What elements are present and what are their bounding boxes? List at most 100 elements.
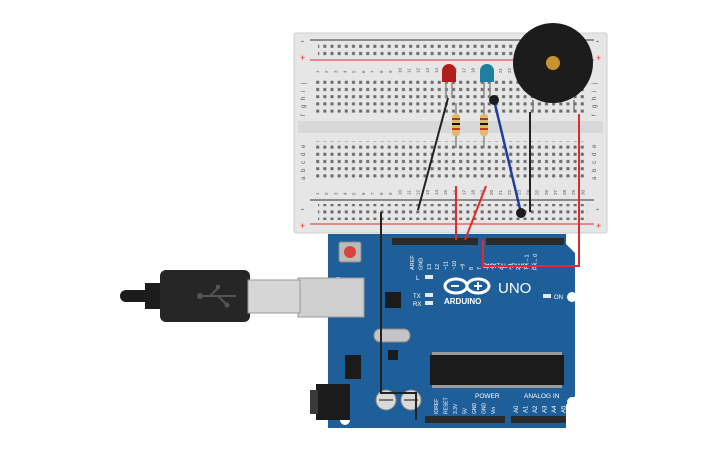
power-label: POWER: [475, 393, 500, 400]
label: 23: [516, 189, 521, 195]
label: 11: [407, 190, 412, 195]
wire-red-pin9[interactable]: [482, 114, 580, 267]
wires[interactable]: [380, 95, 580, 420]
voltage-regulator: [345, 355, 361, 379]
wire-red-pin10[interactable]: [464, 185, 487, 241]
blue-led-body: [480, 64, 494, 82]
wire-blue[interactable]: [492, 99, 523, 214]
label: 13: [425, 189, 430, 195]
label: e: [592, 144, 598, 148]
label: 16: [452, 189, 457, 195]
label: h: [301, 97, 307, 100]
piezo-buzzer[interactable]: [513, 23, 593, 112]
label: 9: [388, 192, 393, 195]
rail-sign-top-plus: +: [300, 53, 305, 63]
mounting-hole: [567, 292, 577, 302]
label: 24: [525, 189, 530, 195]
label: 7: [370, 192, 375, 195]
label: f: [301, 114, 307, 116]
label: 8: [379, 192, 384, 195]
label: A4: [552, 405, 558, 413]
label: 14: [434, 189, 439, 195]
arduino-model: UNO: [498, 280, 531, 297]
label: f: [592, 114, 598, 116]
label: 14: [434, 67, 439, 73]
led-on-indicator: [543, 294, 551, 298]
label: 27: [553, 189, 558, 195]
usb-cable-wire: [120, 290, 150, 302]
rail-sign-bottom-plus: +: [300, 221, 305, 231]
blue-led[interactable]: [480, 64, 494, 98]
label: 21: [498, 189, 503, 195]
label: 6: [361, 70, 366, 73]
label: 29: [571, 189, 576, 195]
label: 3: [333, 70, 338, 73]
atmega-microcontroller: [430, 355, 564, 385]
label: 25: [535, 189, 540, 195]
label: 2: [324, 70, 329, 73]
label: 12: [416, 67, 421, 73]
label: a: [301, 176, 307, 180]
label: 2: [324, 192, 329, 195]
label: 22: [507, 67, 512, 73]
label: 17: [461, 67, 466, 73]
label: A2: [533, 405, 539, 413]
wire-ground-arduino[interactable]: [380, 212, 417, 420]
usb-port: [297, 277, 365, 318]
label: c: [301, 161, 307, 164]
label: 12: [416, 189, 421, 195]
reset-button[interactable]: [344, 246, 356, 258]
label: 19: [480, 189, 485, 195]
label: 4: [342, 70, 347, 73]
led-l-indicator: [425, 275, 433, 279]
label: 9: [388, 70, 393, 73]
red-led[interactable]: [442, 64, 456, 98]
label: Vin: [491, 407, 497, 414]
label: ~10: [452, 261, 458, 270]
label: 2: [516, 267, 522, 270]
label: a: [592, 176, 598, 180]
label: IOREF: [434, 399, 440, 414]
label: 3.3V: [453, 403, 459, 414]
label: 12: [435, 264, 441, 270]
usb-chip: [385, 292, 401, 308]
rail-holes-bottom: [318, 204, 588, 220]
label: 5: [352, 192, 357, 195]
power-header: [425, 416, 505, 423]
label: A3: [543, 405, 549, 413]
usb-cable[interactable]: [120, 270, 301, 322]
wire-ground-led[interactable]: [417, 97, 449, 211]
analog-label: ANALOG IN: [524, 393, 560, 400]
label: 3: [333, 192, 338, 195]
label: GND: [482, 403, 488, 415]
label: 18: [471, 189, 476, 195]
label: 1: [315, 70, 320, 73]
resistor-1[interactable]: [452, 103, 460, 148]
label: h: [592, 97, 598, 100]
led-rx-indicator: [425, 301, 433, 305]
label: 18: [471, 67, 476, 73]
rail-sign-top-minus: -: [301, 36, 304, 46]
label: j: [592, 83, 598, 85]
label: i: [301, 91, 307, 92]
label: GND: [418, 258, 424, 270]
label: 10: [397, 189, 402, 195]
mcu-pins-top: [432, 352, 562, 355]
label: 7: [477, 267, 483, 270]
label: A1: [524, 405, 530, 413]
small-chip: [388, 350, 398, 360]
label: b: [301, 168, 307, 172]
label: 8: [379, 70, 384, 73]
label: RESET: [444, 397, 450, 414]
crystal-oscillator: [373, 328, 411, 343]
resistor-2[interactable]: [480, 103, 488, 148]
label: e: [301, 144, 307, 148]
label: 26: [544, 189, 549, 195]
label: TX→1: [525, 254, 531, 270]
